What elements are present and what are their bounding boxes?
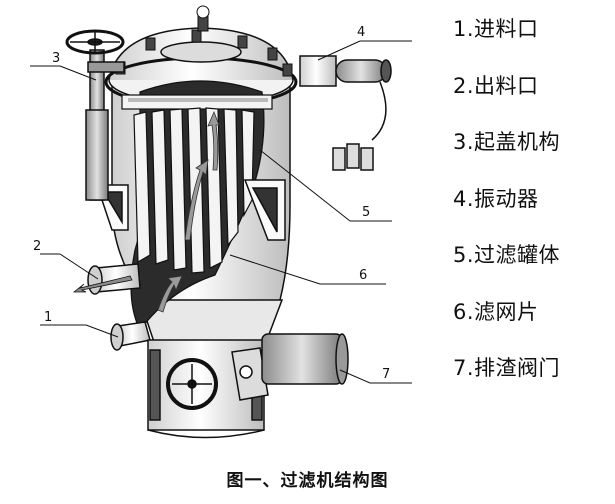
legend-item-vessel: 5.过滤罐体 xyxy=(453,243,561,267)
parts-legend: 1.进料口 2.出料口 3.起盖机构 4.振动器 5.过滤罐体 6.滤网片 7.… xyxy=(453,14,613,410)
legend-item-discharge-valve: 7.排渣阀门 xyxy=(453,356,561,380)
callout-1: 1 xyxy=(44,310,52,325)
discharge-valve xyxy=(147,333,349,439)
legend-item-inlet: 1.进料口 xyxy=(453,17,539,41)
callout-6: 6 xyxy=(359,268,367,283)
outlet-port xyxy=(72,263,141,295)
callout-5: 5 xyxy=(362,205,370,220)
callout-7: 7 xyxy=(382,367,390,382)
vibrator xyxy=(299,55,392,171)
leader-lines xyxy=(30,40,412,384)
inlet-port xyxy=(110,321,151,351)
callout-4: 4 xyxy=(357,25,365,40)
callout-3: 3 xyxy=(52,51,60,66)
callout-2: 2 xyxy=(33,239,41,254)
legend-item-lid-lifter: 3.起盖机构 xyxy=(453,130,561,154)
lid-lifting-mechanism xyxy=(65,29,125,201)
legend-item-outlet: 2.出料口 xyxy=(453,73,539,98)
figure-caption: 图一、过滤机结构图 xyxy=(226,471,389,491)
legend-item-vibrator: 4.振动器 xyxy=(453,186,539,211)
flow-arrows xyxy=(157,110,220,313)
filter-leaves xyxy=(133,107,255,274)
legend-item-filter-leaf: 6.滤网片 xyxy=(453,299,539,324)
